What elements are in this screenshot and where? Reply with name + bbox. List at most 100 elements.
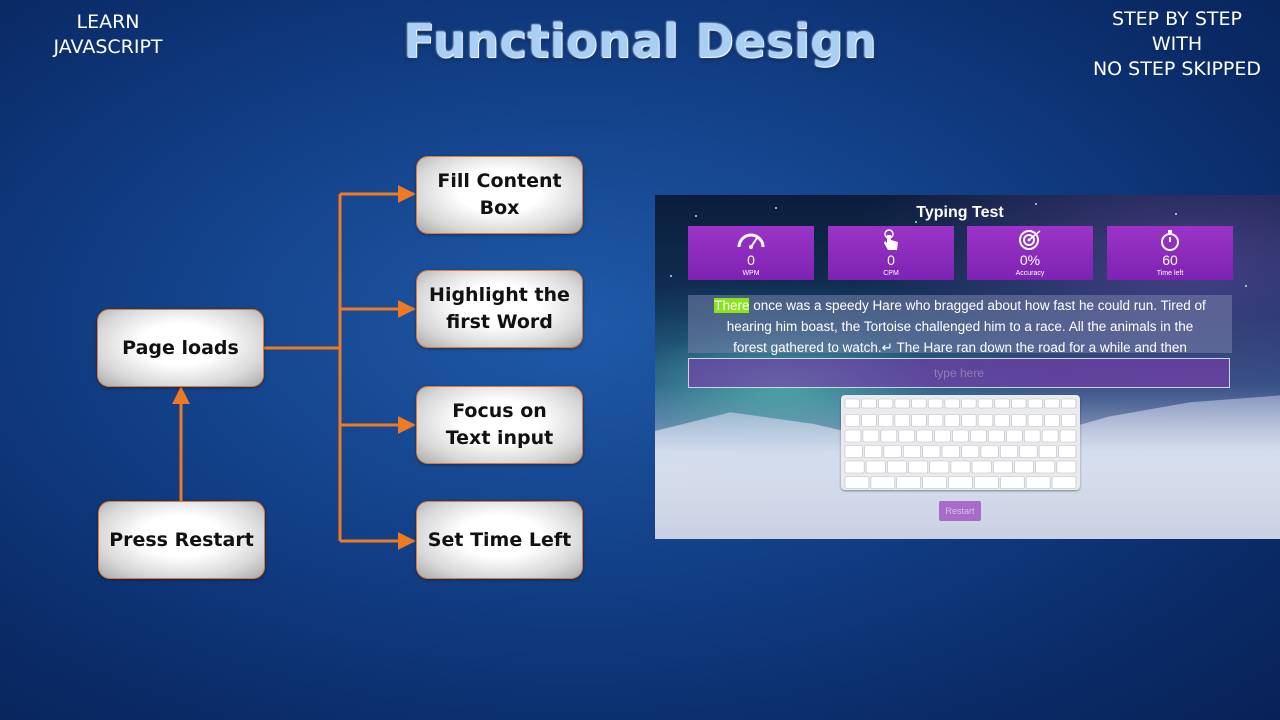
keyboard-key — [894, 414, 910, 427]
keyboard-key — [977, 398, 994, 409]
keyboard-key — [1014, 460, 1034, 474]
tap-hand-icon — [828, 229, 954, 251]
keyboard-key — [944, 398, 960, 409]
keyboard-key — [992, 460, 1013, 474]
keyboard-key — [844, 398, 860, 409]
keyboard-key — [1027, 414, 1044, 427]
keyboard-keys — [844, 398, 1077, 489]
keyboard-key — [929, 460, 950, 474]
keyboard-key — [994, 414, 1010, 427]
keyboard-key — [934, 429, 951, 443]
keyboard-key — [1011, 398, 1027, 409]
keyboard-key — [883, 445, 902, 458]
keyboard-key — [1056, 460, 1077, 474]
keyboard-key — [988, 429, 1005, 443]
keyboard-key — [961, 445, 980, 458]
restart-button[interactable]: Restart — [939, 501, 981, 521]
keyboard-key — [1000, 476, 1025, 489]
stat-cpm-value: 0 — [887, 252, 895, 268]
stat-cpm-label: CPM — [883, 270, 899, 277]
content-line-3: forest gathered to watch.↵ The Hare ran … — [733, 340, 1187, 355]
corner-label-step-by-step: STEP BY STEP WITH NO STEP SKIPPED — [1082, 7, 1272, 82]
keyboard-key — [1058, 445, 1077, 458]
keyboard-key — [1019, 445, 1038, 458]
keyboard-key — [961, 414, 977, 427]
keyboard-key — [1059, 429, 1077, 443]
keyboard-key — [911, 398, 927, 409]
keyboard-key — [922, 445, 941, 458]
keyboard-key — [844, 414, 860, 427]
stat-wpm: 0 WPM — [688, 226, 814, 280]
stat-accuracy: 0% Accuracy — [967, 226, 1093, 280]
node-press-restart: Press Restart — [98, 501, 265, 579]
keyboard-key — [971, 460, 992, 474]
keyboard-key — [927, 414, 944, 427]
keyboard-key — [844, 476, 870, 489]
node-fill-content-line-2: Box — [479, 197, 520, 219]
node-page-loads: Page loads — [97, 309, 264, 387]
typing-test-screenshot: Typing Test 0 WPM 0 CPM 0% Accuracy 60 T… — [655, 195, 1280, 539]
speedometer-icon — [688, 229, 814, 251]
keyboard-key — [862, 429, 880, 443]
keyboard-key — [870, 476, 896, 489]
keyboard-key — [861, 398, 877, 409]
corner-label-learn-javascript: LEARN JAVASCRIPT — [38, 10, 178, 60]
keyboard-key — [970, 429, 987, 443]
stat-accuracy-label: Accuracy — [1015, 270, 1045, 277]
keyboard-key — [1061, 398, 1077, 409]
keyboard-key — [865, 460, 886, 474]
node-press-restart-label: Press Restart — [109, 528, 254, 551]
keyboard-key — [1027, 398, 1044, 409]
keyboard-key — [844, 445, 863, 458]
node-fill-content-box: Fill Content Box — [416, 156, 583, 234]
node-set-time-left: Set Time Left — [416, 501, 583, 579]
app-title: Typing Test — [916, 204, 1004, 221]
node-page-loads-label: Page loads — [122, 336, 239, 359]
stat-time-left-label: Time left — [1156, 270, 1184, 277]
corner-right-line-2: WITH — [1151, 33, 1203, 55]
keyboard-key — [977, 414, 994, 427]
stat-cpm: 0 CPM — [828, 226, 954, 280]
keyboard-key — [844, 429, 862, 443]
type-here-input[interactable]: type here — [688, 358, 1230, 388]
keyboard-key — [877, 398, 894, 409]
keyboard-key — [844, 460, 865, 474]
keyboard-key — [877, 414, 894, 427]
keyboard-key — [1011, 414, 1027, 427]
corner-left-line-1: LEARN — [76, 11, 140, 33]
keyboard-key — [880, 429, 898, 443]
keyboard-key — [911, 414, 927, 427]
keyboard-key — [994, 398, 1010, 409]
keyboard-key — [1035, 460, 1056, 474]
node-highlight-line-2: first Word — [446, 311, 553, 333]
node-fill-content-line-1: Fill Content — [437, 170, 562, 192]
target-icon — [967, 229, 1093, 251]
keyboard-key — [861, 414, 877, 427]
stat-time-left: 60 Time left — [1107, 226, 1233, 280]
content-line-2: hearing him boast, the Tortoise challeng… — [726, 319, 1194, 334]
corner-left-line-2: JAVASCRIPT — [53, 36, 163, 58]
node-focus-line-1: Focus on — [452, 400, 547, 422]
keyboard-key — [902, 445, 921, 458]
keyboard-key — [961, 398, 977, 409]
keyboard-key — [1023, 429, 1041, 443]
keyboard-key — [974, 476, 999, 489]
keyboard-key — [922, 476, 947, 489]
keyboard-key — [894, 398, 910, 409]
keyboard-key — [1000, 445, 1019, 458]
keyboard-key — [941, 445, 960, 458]
stat-time-left-value: 60 — [1162, 252, 1178, 268]
node-focus-line-2: Text input — [445, 427, 554, 449]
keyboard-key — [898, 429, 915, 443]
highlighted-word: There — [714, 298, 750, 313]
stat-accuracy-value: 0% — [1019, 252, 1041, 268]
keyboard-key — [887, 460, 907, 474]
corner-right-line-3: NO STEP SKIPPED — [1092, 58, 1262, 80]
keyboard-key — [1041, 429, 1059, 443]
keyboard-key — [864, 445, 883, 458]
node-focus-text-input: Focus on Text input — [416, 386, 583, 464]
keyboard-key — [1061, 414, 1077, 427]
keyboard-key — [927, 398, 944, 409]
content-line-1: There once was a speedy Hare who bragged… — [688, 295, 1232, 316]
